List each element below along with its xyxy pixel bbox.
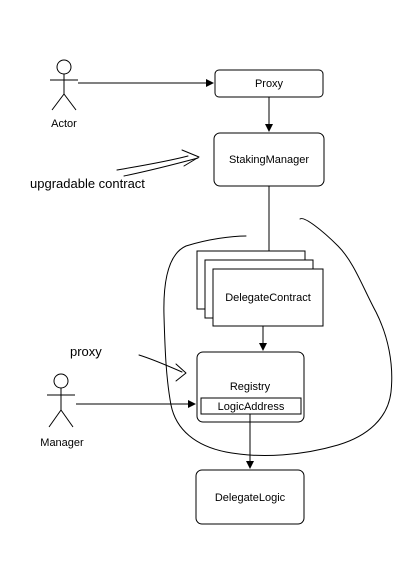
sketch-enclosure-loop <box>163 218 393 457</box>
delegate-logic-label: DelegateLogic <box>215 492 286 504</box>
staking-manager-node: StakingManager <box>213 132 325 187</box>
upgradable-pointer-line-2 <box>123 157 199 177</box>
upgradable-pointer-arrowhead <box>181 149 200 167</box>
staking-manager-label: StakingManager <box>229 154 309 166</box>
delegate-contract-label: DelegateContract <box>225 292 311 304</box>
upgradable-pointer-line <box>116 155 189 171</box>
proxy-note: proxy <box>70 344 102 359</box>
delegate-logic-node: DelegateLogic <box>195 469 305 525</box>
logic-address-field <box>200 397 302 415</box>
registry-node: Registry LogicAddress <box>196 351 305 423</box>
logic-address-label: LogicAddress <box>218 401 285 413</box>
delegate-contract-stack-front <box>212 268 324 327</box>
manager-figure <box>47 373 75 428</box>
delegate-contract-node: DelegateContract <box>196 250 324 327</box>
manager-label: Manager <box>40 437 84 449</box>
proxy-pointer-line <box>138 354 183 373</box>
proxy-pointer-arrowhead <box>175 363 187 382</box>
registry-label: Registry <box>230 381 271 393</box>
actor-label: Actor <box>51 118 77 130</box>
proxy-node: Proxy <box>214 69 324 98</box>
actor-figure <box>50 59 78 111</box>
proxy-label: Proxy <box>255 78 284 90</box>
upgradable-contract-note: upgradable contract <box>30 176 145 191</box>
